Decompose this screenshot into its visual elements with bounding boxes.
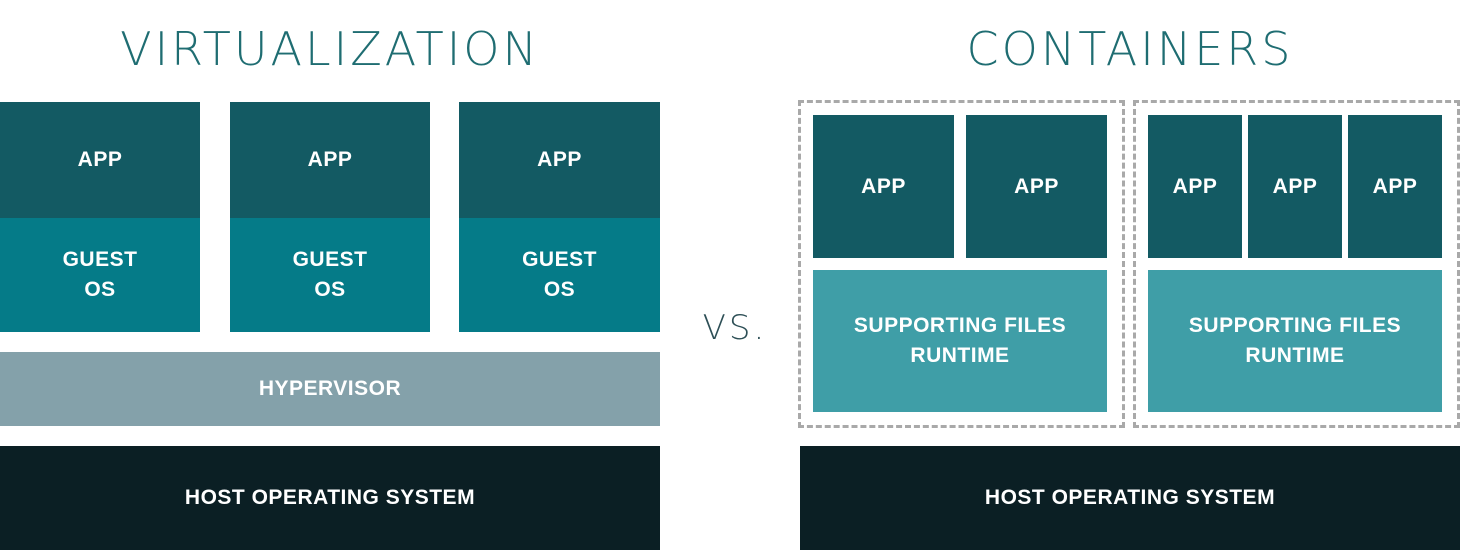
- vm-3-guest-os-line-2: OS: [543, 278, 576, 301]
- virtualization-host-os-box: HOST OPERATING SYSTEM: [0, 446, 660, 550]
- virtualization-host-os-label: HOST OPERATING SYSTEM: [184, 486, 476, 510]
- vm-2-guest-os-line-2: OS: [314, 278, 346, 301]
- vm-3-app-box: APP: [459, 102, 660, 218]
- vm-3-app-label: APP: [537, 148, 582, 172]
- container-2-app-1-box: APP: [1148, 115, 1242, 258]
- containers-host-os-box: HOST OPERATING SYSTEM: [800, 446, 1460, 550]
- container-2-app-1-label: APP: [1172, 174, 1218, 198]
- container-2-supporting-files-box: SUPPORTING FILES RUNTIME: [1148, 270, 1442, 412]
- container-2-runtime-label: RUNTIME: [1245, 344, 1345, 367]
- vm-2-guest-os-box: GUEST OS: [230, 218, 430, 332]
- vm-1-guest-os-line-1: GUEST: [62, 248, 138, 272]
- hypervisor-label: HYPERVISOR: [258, 377, 402, 401]
- container-1-runtime-label: RUNTIME: [910, 344, 1010, 367]
- container-1-supporting-files-box: SUPPORTING FILES RUNTIME: [813, 270, 1107, 412]
- container-1-app-2-box: APP: [966, 115, 1107, 258]
- containers-host-os-label: HOST OPERATING SYSTEM: [984, 486, 1276, 510]
- vm-1-guest-os-box: GUEST OS: [0, 218, 200, 332]
- container-1-app-1-box: APP: [813, 115, 954, 258]
- container-1-app-2-label: APP: [1014, 174, 1059, 198]
- vm-1-app-box: APP: [0, 102, 200, 218]
- container-group-2: [1133, 100, 1460, 428]
- container-2-supporting-files-label: SUPPORTING FILES: [1188, 314, 1402, 338]
- vs-label: VS.: [702, 308, 768, 348]
- container-2-app-3-box: APP: [1348, 115, 1442, 258]
- container-2-app-3-label: APP: [1372, 174, 1418, 198]
- container-2-app-2-label: APP: [1272, 174, 1318, 198]
- vm-3-guest-os-line-1: GUEST: [522, 248, 597, 272]
- hypervisor-box: HYPERVISOR: [0, 352, 660, 426]
- containers-title: CONTAINERS: [966, 22, 1294, 76]
- container-2-app-2-box: APP: [1248, 115, 1342, 258]
- vm-2-app-box: APP: [230, 102, 430, 218]
- container-1-supporting-files-label: SUPPORTING FILES: [853, 314, 1067, 338]
- vm-2-app-label: APP: [307, 148, 353, 172]
- vm-1-guest-os-line-2: OS: [84, 278, 116, 301]
- container-group-1: [798, 100, 1125, 428]
- vm-2-guest-os-line-1: GUEST: [292, 248, 368, 272]
- vm-1-app-label: APP: [77, 148, 123, 172]
- container-1-app-1-label: APP: [861, 174, 906, 198]
- virtualization-title: VIRTUALIZATION: [120, 22, 540, 76]
- vm-3-guest-os-box: GUEST OS: [459, 218, 660, 332]
